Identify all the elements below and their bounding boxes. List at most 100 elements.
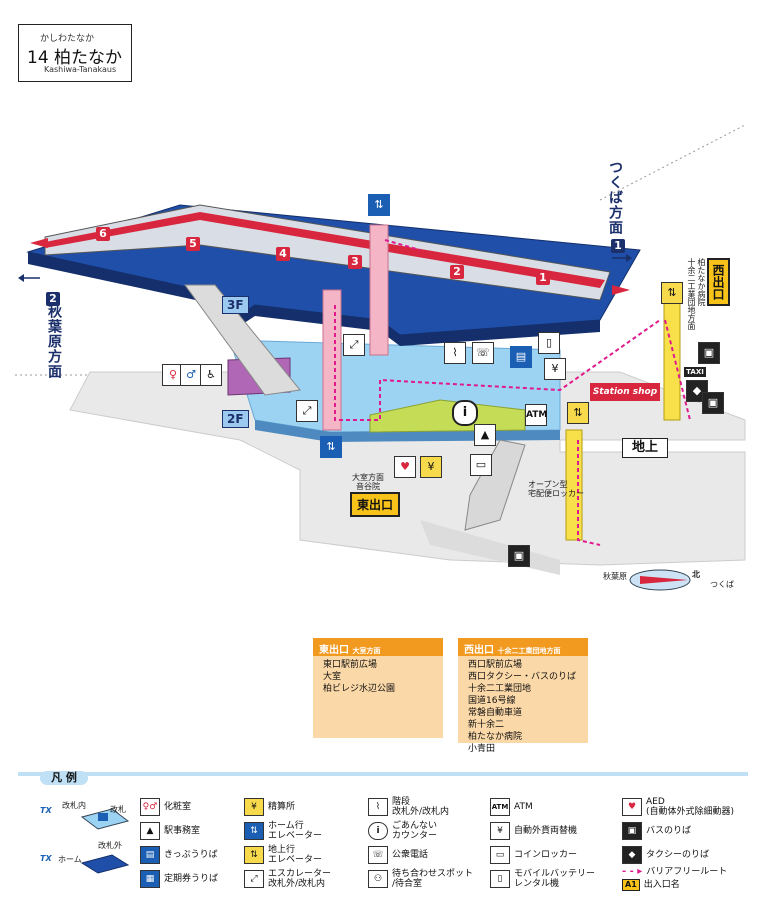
car-number-4: 4 [276,242,290,261]
legend-item-escalator: ⤢エスカレーター 改札外/改札内 [244,867,364,891]
west-exit-destination: 新十余二 [468,720,505,730]
wheelchair-icon: ♿ [200,364,222,386]
exit-number-icon: A1 [622,879,640,891]
bus-icon[interactable]: ▣ [698,342,720,364]
ticket-icon[interactable]: ▤ [510,346,532,368]
pass-icon: ▦ [140,870,160,888]
west-exit-destination: 十余二工業団地 [468,684,532,694]
floor-label-2f: 2F [222,410,249,428]
car-number-2: 2 [450,260,464,279]
legend-item-pass: ▦定期券うりば [140,867,240,891]
legend-gate-illustration [80,808,130,874]
car-number-5: 5 [186,232,200,251]
escalator-icon[interactable]: ⤢ [343,334,365,356]
east-exit-destination: 大室 [323,672,342,682]
atm-icon: ATM [490,798,510,816]
info-icon: i [368,822,388,840]
direction-tsukuba: つくば方面 [607,160,623,235]
west-exit-destination: 小青田 [468,744,496,754]
bus-icon[interactable]: ▣ [702,392,724,414]
west-exit-destination: 西口駅前広場 [468,660,523,670]
platform-elevator-icon[interactable]: ⇅ [320,436,342,458]
legend-item-stairs: ⌇階段 改札外/改札内 [368,795,486,819]
exchange-icon[interactable]: ¥ [544,358,566,380]
taxi-icon[interactable]: TAXI [684,367,706,377]
stairs-icon: ⌇ [368,798,388,816]
legend-home: ホーム [58,855,82,864]
staff-icon: ▲ [474,424,496,446]
direction-tsukuba-number: 1 [611,234,625,253]
escalator-icon[interactable]: ⤢ [296,400,318,422]
bus-icon[interactable]: ▣ [508,545,530,567]
exchange-icon: ¥ [490,822,510,840]
west-exit-info: 西出口 十余二工業団地方面 西口駅前広場 西口タクシー・バスのりば 十余二工業団… [458,638,588,754]
west-exit-info-header: 西出口 十余二工業団地方面 [458,638,588,656]
stairs-icon[interactable]: ⌇ [444,342,466,364]
aed-icon[interactable]: ♥ [394,456,416,478]
train [44,204,611,301]
east-exit-info: 東出口 大室方面 東口駅前広場 大室 柏ビレジ水辺公園 [313,638,443,738]
east-exit-tag[interactable]: 東出口 [350,492,401,517]
legend-item-phone: ☏公衆電話 [368,843,486,867]
direction-akihabara: 秋葉原方面 [46,304,62,379]
legend-item-ground-elevator: ⇅地上行 エレベーター [244,843,364,867]
station-shop-sign[interactable]: Station shop [590,383,660,401]
platform-elevator-icon[interactable]: ⇅ [368,194,390,216]
platform-elevator-icon: ⇅ [244,822,264,840]
legend-title: 凡 例 [40,771,88,785]
toilet-icon: ♂ [180,364,202,386]
station-title-box [18,24,132,82]
bus-icon: ▣ [622,822,642,840]
west-exit-tag[interactable]: 西出口 [707,258,730,306]
legend-item-battery: ▯モバイルバッテリー レンタル機 [490,867,618,891]
fare-adjust-icon[interactable]: ¥ [420,456,442,478]
legend-divider [18,772,748,776]
east-exit-info-header: 東出口 大室方面 [313,638,443,656]
floor-label-3f: 3F [222,296,249,314]
fare-adjust-icon: ¥ [244,798,264,816]
ground-elevator-icon[interactable]: ⇅ [661,282,683,304]
barrier-free-icon: - - ▸ [622,866,643,877]
legend-item-taxi: ◆タクシーのりば [622,843,762,867]
west-exit-sublabel: 柏たなか病院 十余二工業団地方面 [687,258,706,330]
station-ruby: かしわたなか [40,34,95,44]
legend-item-exchange: ¥自動外貨両替機 [490,819,618,843]
west-exit-destination: 西口タクシー・バスのりば [468,672,577,682]
compass-north-label: 北 [692,570,700,579]
legend-item-aed: ♥AED (自動体外式除細動器) [622,795,762,819]
car-number-1: 1 [536,266,550,285]
station-romaji: Kashiwa-Tanakaus [44,65,117,74]
legend-item-waiting: ⚇待ち合わせスポット /待合室 [368,867,486,891]
west-exit-destination: 常磐自動車道 [468,708,523,718]
tx-logo: TX [40,806,52,815]
phone-icon[interactable]: ☏ [472,342,494,364]
legend-item-bus: ▣バスのりば [622,819,762,843]
legend-gate: 改札 [110,805,126,814]
staff-icon: ▲ [140,822,160,840]
legend-item-toilet: ♀♂化粧室 [140,795,240,819]
locker-icon: ▭ [490,846,510,864]
ground-elevator-icon[interactable]: ⇅ [567,402,589,424]
battery-icon[interactable]: ▯ [538,332,560,354]
tx-logo: TX [40,854,52,863]
info-icon[interactable]: i [452,400,478,426]
aed-icon: ♥ [622,798,642,816]
toilet-icon: ♀♂ [140,798,160,816]
locker-label: オープン型 宅配便ロッカー [528,480,584,498]
ground-elevator-icon: ⇅ [244,846,264,864]
car-number-6: 6 [96,222,110,241]
legend-item-barrier-free: - - ▸バリアフリールート [622,866,728,878]
locker-icon[interactable]: ▭ [470,454,492,476]
battery-icon: ▯ [490,870,510,888]
car-number-3: 3 [348,250,362,269]
compass-east-label: つくば [710,580,734,589]
legend-item-platform-elevator: ⇅ホーム行 エレベーター [244,819,364,843]
floor-label-ground: 地上 [622,438,668,458]
atm-icon[interactable]: ATM [525,404,547,426]
compass-west-label: 秋葉原 [603,572,627,581]
ticket-icon: ▤ [140,846,160,864]
east-exit-sublabel: 大室方面 音谷院 [352,473,384,491]
